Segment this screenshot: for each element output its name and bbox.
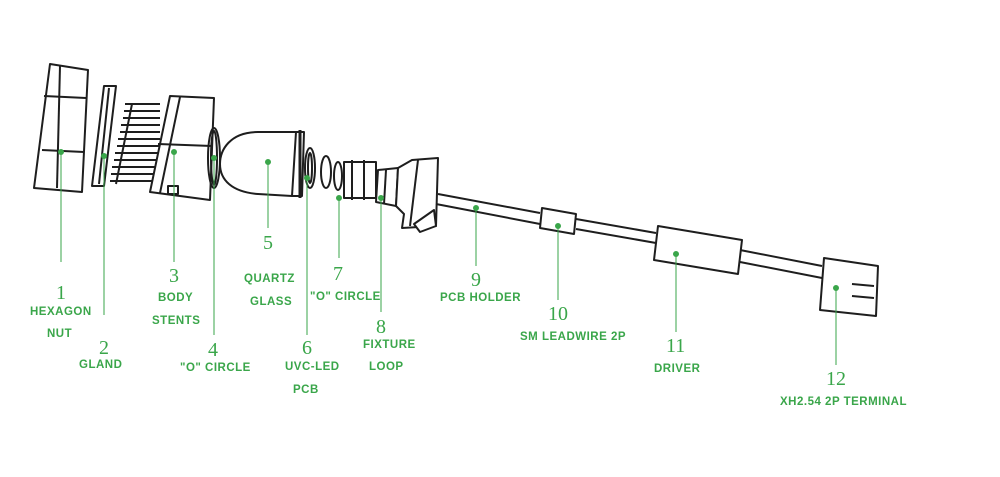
part-number-12: 12: [826, 368, 846, 390]
part-label-4: "O" CIRCLE: [180, 362, 251, 374]
part-number-8: 8: [376, 316, 386, 338]
body-stents-drawing: [149, 95, 215, 201]
o-circle-7-drawing: [320, 155, 343, 191]
thread-drawing: [110, 103, 160, 185]
part-number-5: 5: [263, 232, 273, 254]
leader-6: [304, 175, 310, 335]
leader-1: [58, 149, 64, 262]
part-number-2: 2: [99, 337, 109, 359]
driver-drawing: [653, 225, 743, 275]
pcb-holder-drawing: [395, 157, 439, 233]
part-label-12: XH2.54 2P TERMINAL: [780, 396, 908, 408]
part-label-3-line-1: BODY: [158, 292, 194, 304]
part-label-2: GLAND: [79, 359, 123, 371]
part-label-5-line-2: GLASS: [250, 296, 293, 308]
leader-11: [673, 251, 679, 332]
part-label-8-line-1: FIXTURE: [363, 339, 416, 351]
part-label-1-line-2: NUT: [47, 328, 73, 340]
xh254-terminal-drawing: [819, 257, 879, 317]
part-number-6: 6: [302, 337, 312, 359]
leader-4: [211, 155, 217, 335]
leader-3: [171, 149, 177, 262]
cable-drawing: [435, 193, 823, 279]
part-label-5-line-1: QUARTZ: [244, 273, 295, 285]
leader-7: [336, 195, 342, 258]
part-label-3-line-2: STENTS: [152, 315, 201, 327]
part-label-6-line-1: UVC-LED: [285, 361, 340, 373]
sm-leadwire-drawing: [539, 207, 577, 235]
part-label-1-line-1: HEXAGON: [30, 306, 92, 318]
leader-9: [473, 205, 479, 266]
leader-12: [833, 285, 839, 365]
fixture-loop-drawing: [343, 160, 399, 207]
leader-2: [101, 153, 107, 315]
part-number-10: 10: [548, 303, 568, 325]
uvc-led-pcb-drawing: [304, 147, 316, 189]
part-label-7: "O" CIRCLE: [310, 291, 381, 303]
part-label-8-line-2: LOOP: [369, 361, 404, 373]
part-number-9: 9: [471, 269, 481, 291]
part-number-7: 7: [333, 263, 343, 285]
part-label-9: PCB HOLDER: [440, 292, 522, 304]
part-label-6-line-2: PCB: [293, 384, 319, 396]
leader-8: [378, 195, 384, 312]
part-number-3: 3: [169, 265, 179, 287]
part-number-11: 11: [666, 335, 686, 357]
leader-10: [555, 223, 561, 300]
part-label-11: DRIVER: [654, 363, 701, 375]
leader-5: [265, 159, 271, 228]
quartz-glass-drawing: [219, 130, 305, 198]
part-number-1: 1: [56, 282, 66, 304]
part-label-10: SM LEADWIRE 2P: [520, 331, 627, 343]
part-number-4: 4: [208, 339, 218, 361]
